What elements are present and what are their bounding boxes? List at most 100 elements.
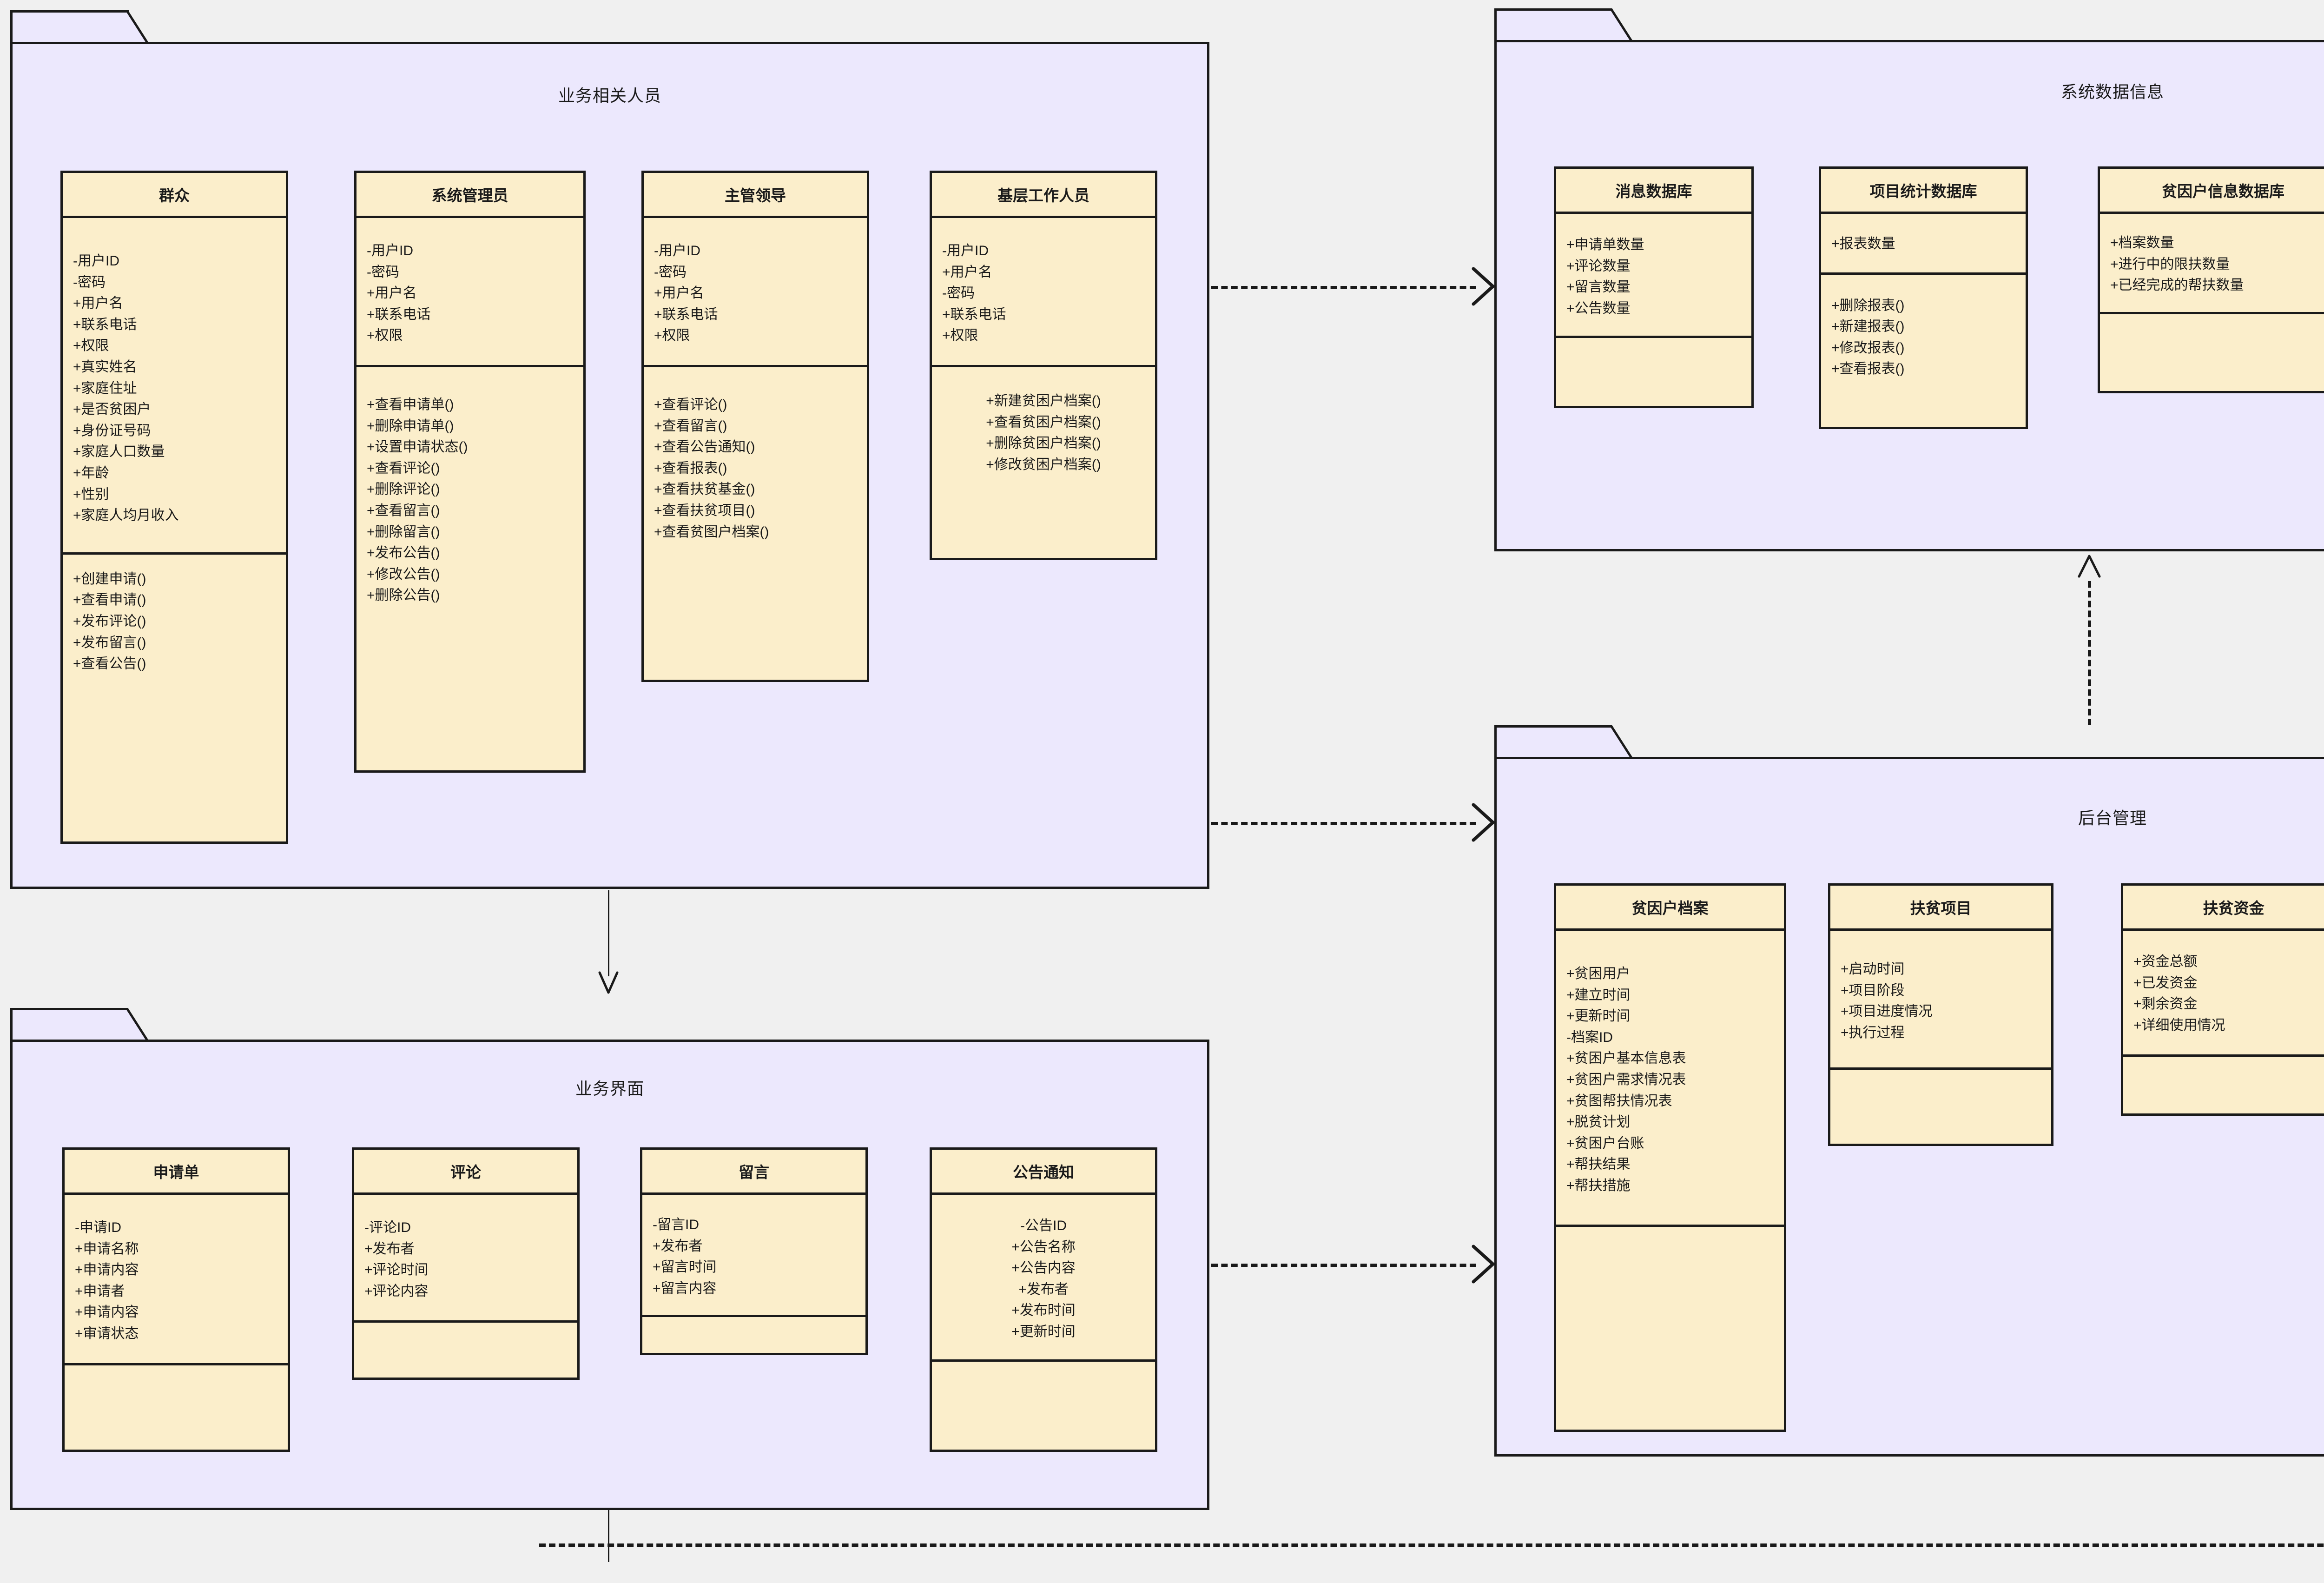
class-methods: +查看评论() +查看留言() +查看公告通知() +查看报表() +查看扶贫基… (644, 367, 867, 680)
method-row: +修改公告() (367, 566, 440, 582)
class-box-gonggao-tongzhi[interactable]: 公告通知 -公告ID +公告名称 +公告内容 +发布者 +发布时间 +更新时间 (930, 1147, 1157, 1452)
class-name: 系统管理员 (357, 173, 583, 218)
arrowhead-right-icon (1459, 801, 1501, 844)
class-name: 扶贫项目 (1830, 886, 2051, 931)
attribute-row: +用户名 (367, 285, 417, 301)
package-business-personnel[interactable]: 业务相关人员 群众 -用户ID -密码 +用户名 +联系电话 +权限 +真实姓名… (10, 10, 1209, 889)
method-row: +查看申请() (73, 592, 146, 608)
attribute-row: +贫困用户 (1566, 966, 1631, 981)
attribute-row: -留言ID (653, 1217, 699, 1232)
connector-ui-outer-horizontal (539, 1543, 2324, 1547)
class-methods-empty (1556, 1227, 1784, 1430)
method-row: +查看公告通知() (654, 439, 755, 455)
class-name: 消息数据库 (1556, 169, 1751, 214)
method-row: +修改贫困户档案() (986, 457, 1101, 472)
attribute-row: +发布时间 (1011, 1303, 1076, 1318)
class-attributes: -用户ID -密码 +用户名 +联系电话 +权限 (644, 218, 867, 367)
attribute-row: +申请者 (75, 1283, 125, 1299)
method-row: +查看贫困户档案() (986, 414, 1101, 430)
attribute-row: -用户ID (73, 253, 119, 269)
package-system-data-info[interactable]: 系统数据信息 消息数据库 +申请单数量 +评论数量 +留言数量 +公告数量 项目… (1494, 8, 2324, 571)
attribute-row: +用户名 (73, 296, 123, 311)
attribute-row: +帮扶措施 (1566, 1178, 1631, 1193)
attribute-row: +留言内容 (653, 1280, 717, 1296)
method-row: +发布评论() (73, 613, 146, 629)
attribute-row: +档案数量 (2110, 235, 2174, 251)
class-box-xiangmu-tongji-shujuku[interactable]: 项目统计数据库 +报表数量 +删除报表() +新建报表() +修改报表() +查… (1819, 166, 2028, 429)
class-box-pinkunhu-dangan[interactable]: 贫因户档案 +贫困用户 +建立时间 +更新时间 -档案ID +贫困户基本信息表 … (1554, 883, 1786, 1432)
attribute-row: -密码 (73, 274, 106, 290)
class-attributes: -评论ID +发布者 +评论时间 +评论内容 (354, 1195, 577, 1323)
arrowhead-down-icon (590, 967, 627, 1000)
attribute-row: +年龄 (73, 465, 109, 481)
package-business-ui[interactable]: 业务界面 申请单 -申请ID +申请名称 +申请内容 +申请者 +申请内容 +审… (10, 1008, 1209, 1510)
method-row: +查看评论() (367, 460, 440, 476)
attribute-row: +身份证号码 (73, 423, 151, 438)
class-name: 评论 (354, 1150, 577, 1195)
class-box-qunzhong[interactable]: 群众 -用户ID -密码 +用户名 +联系电话 +权限 +真实姓名 +家庭住址 … (60, 171, 288, 844)
attribute-row: +留言时间 (653, 1259, 717, 1275)
attribute-row: +留言数量 (1566, 279, 1631, 295)
package-backend-management[interactable]: 后台管理 贫因户档案 +贫困用户 +建立时间 +更新时间 -档案ID +贫困户基… (1494, 725, 2324, 1460)
attribute-row: +权限 (654, 328, 690, 344)
connector-backend-to-systemdata (2088, 581, 2091, 725)
class-box-zhuguanlingdao[interactable]: 主管领导 -用户ID -密码 +用户名 +联系电话 +权限 +查看评论() +查… (641, 171, 869, 682)
class-methods: +删除报表() +新建报表() +修改报表() +查看报表() (1821, 275, 2026, 427)
attribute-row: +真实姓名 (73, 359, 137, 375)
package-title: 系统数据信息 (2060, 82, 2164, 101)
attribute-row: +资金总额 (2133, 954, 2198, 969)
class-name: 扶贫资金 (2123, 886, 2324, 931)
class-box-xitongguanliyuan[interactable]: 系统管理员 -用户ID -密码 +用户名 +联系电话 +权限 +查看申请单() … (354, 171, 586, 773)
method-row: +查看留言() (367, 503, 440, 518)
class-methods-empty (2123, 1057, 2324, 1113)
class-name: 贫因户信息数据库 (2100, 169, 2324, 214)
method-row: +删除报表() (1831, 298, 1905, 313)
attribute-row: -密码 (654, 264, 687, 280)
method-row: +查看留言() (654, 418, 727, 434)
class-box-jiceng-gongzuorenyuan[interactable]: 基层工作人员 -用户ID +用户名 -密码 +联系电话 +权限 +新建贫困户档案… (930, 171, 1157, 560)
class-name: 申请单 (65, 1150, 288, 1195)
class-attributes: +启动时间 +项目阶段 +项目进度情况 +执行过程 (1830, 931, 2051, 1070)
class-attributes: -申请ID +申请名称 +申请内容 +申请者 +申请内容 +审请状态 (65, 1195, 288, 1365)
class-methods-empty (1830, 1070, 2051, 1144)
method-row: +新建贫困户档案() (986, 393, 1101, 409)
class-attributes: -留言ID +发布者 +留言时间 +留言内容 (642, 1195, 865, 1318)
attribute-row: +发布者 (653, 1238, 703, 1254)
package-tab-slant-icon (10, 10, 151, 46)
class-methods-empty (642, 1317, 865, 1353)
attribute-row: +公告名称 (1011, 1239, 1076, 1255)
class-methods: +创建申请() +查看申请() +发布评论() +发布留言() +查看公告() (63, 555, 286, 841)
package-tab-slant-icon (1494, 8, 1635, 44)
class-box-liuyan[interactable]: 留言 -留言ID +发布者 +留言时间 +留言内容 (640, 1147, 868, 1355)
class-box-fupin-zijin[interactable]: 扶贫资金 +资金总额 +已发资金 +剩余资金 +详细使用情况 (2121, 883, 2324, 1116)
class-name: 主管领导 (644, 173, 867, 218)
class-box-pinkunhu-xinxi-shujuku[interactable]: 贫因户信息数据库 +档案数量 +进行中的限扶数量 +已经完成的帮扶数量 (2098, 166, 2324, 393)
attribute-row: +贫困户需求情况表 (1566, 1072, 1686, 1087)
attribute-row: +公告内容 (1011, 1260, 1076, 1276)
attribute-row: -档案ID (1566, 1029, 1613, 1045)
attribute-row: +家庭人均月收入 (73, 508, 179, 523)
attribute-row: +进行中的限扶数量 (2110, 256, 2230, 272)
attribute-row: +报表数量 (1831, 236, 1895, 252)
class-name: 留言 (642, 1150, 865, 1195)
attribute-row: +贫困户基本信息表 (1566, 1051, 1686, 1066)
attribute-row: +评论内容 (364, 1283, 429, 1299)
class-name: 公告通知 (932, 1150, 1155, 1195)
class-methods-empty (354, 1323, 577, 1378)
attribute-row: +用户名 (654, 285, 704, 301)
class-box-fupin-xiangmu[interactable]: 扶贫项目 +启动时间 +项目阶段 +项目进度情况 +执行过程 (1828, 883, 2053, 1146)
connector-personnel-to-ui (608, 890, 609, 976)
class-box-pinglun[interactable]: 评论 -评论ID +发布者 +评论时间 +评论内容 (352, 1147, 580, 1380)
attribute-row: +联系电话 (367, 306, 431, 322)
class-box-xiaoxi-shujuku[interactable]: 消息数据库 +申请单数量 +评论数量 +留言数量 +公告数量 (1554, 166, 1754, 408)
package-title: 后台管理 (2078, 808, 2147, 828)
attribute-row: +建立时间 (1566, 987, 1631, 1003)
attribute-row: +贫困户台账 (1566, 1135, 1644, 1151)
class-methods-empty (932, 1362, 1155, 1450)
attribute-row: -申请ID (75, 1220, 121, 1235)
class-methods-empty (2100, 314, 2324, 391)
method-row: +新建报表() (1831, 319, 1905, 335)
class-box-shenqingdan[interactable]: 申请单 -申请ID +申请名称 +申请内容 +申请者 +申请内容 +审请状态 (62, 1147, 290, 1452)
connector-ui-outer-stub (608, 1510, 609, 1562)
